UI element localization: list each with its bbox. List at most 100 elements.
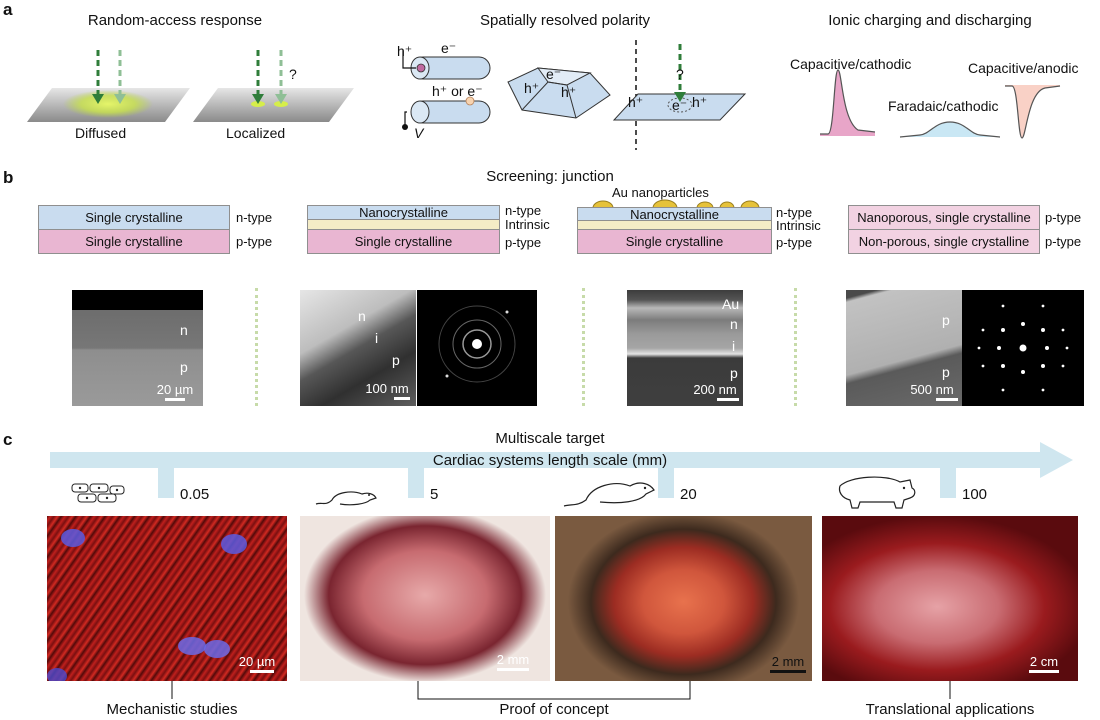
nuclei-overlay (47, 529, 247, 681)
sem1-p-label: p (180, 359, 188, 375)
sem4-p2-label: p (942, 364, 950, 380)
pyramid-e-label: e⁻ (546, 66, 562, 82)
localized-label: Localized (226, 125, 286, 141)
rat-icon (563, 482, 655, 507)
cap-anodic-label: Capacitive/anodic (968, 60, 1079, 76)
panel-letter-b: b (3, 168, 14, 187)
cells-icon (71, 483, 125, 503)
scale-bar-2: 2 mm (486, 652, 540, 671)
c1-top-type: n-type (236, 210, 273, 225)
tick-3: 100 (962, 486, 988, 503)
mouse-icon (315, 491, 377, 506)
plate-e-label: e⁻ (672, 97, 688, 113)
pig-heart-image: 2 cm (822, 516, 1078, 681)
cardiomyocyte-image: 20 µm (47, 516, 287, 681)
sem3-i-label: i (732, 338, 736, 354)
diffused-label: Diffused (75, 125, 127, 141)
scale-bar-4: 2 cm (1018, 654, 1070, 673)
tick-0: 0.05 (180, 486, 210, 503)
tem2-n-label: n (358, 308, 366, 324)
e-minus-label-1: e⁻ (441, 40, 457, 56)
nanowire-bottom (402, 96, 491, 130)
scale-bar-1: 20 µm (232, 654, 282, 673)
pyramid-shape (507, 67, 611, 119)
c2-top-type: n-type (505, 203, 542, 218)
pig-icon (838, 476, 916, 509)
pyramid-h-label-2: h⁺ (561, 84, 577, 100)
separator-1 (255, 288, 258, 406)
tick-1: 5 (430, 486, 439, 503)
sem3-p-label: p (730, 365, 738, 381)
sem3-n-label: n (730, 316, 738, 332)
localized-question: ? (289, 66, 297, 82)
cap-cathodic-label: Capacitive/cathodic (790, 56, 912, 72)
sem-image-1: n p 20 µm (72, 290, 203, 406)
diffused-plate (27, 50, 190, 122)
scale-bar-3: 2 mm (765, 654, 811, 673)
random-access-title: Random-access response (87, 12, 263, 29)
diffraction-ring-pattern (417, 290, 537, 406)
mouse-heart-image: 2 mm (300, 516, 550, 681)
panel-a-drawings (27, 40, 1061, 150)
c4-bottom-type: p-type (1045, 234, 1082, 249)
localized-plate (193, 50, 354, 122)
c3-top-layer: Nanocrystalline (577, 207, 772, 222)
h-plus-label-1: h⁺ (397, 43, 413, 59)
separator-2 (582, 288, 585, 406)
sem4-p1-label: p (942, 312, 950, 328)
ionic-title: Ionic charging and discharging (828, 12, 1032, 29)
c2-mid-type: Intrinsic (505, 217, 550, 232)
plate-blue (612, 44, 747, 121)
caption-proof: Proof of concept (499, 701, 609, 718)
separator-3 (794, 288, 797, 406)
sem1-n-label: n (180, 322, 188, 338)
sem3-au-label: Au (722, 296, 740, 312)
nanowire-top (402, 50, 491, 80)
sem4-scale-bar: 500 nm (902, 382, 962, 401)
sem-image-3: Au n i p 200 nm (627, 290, 743, 406)
c3-bottom-layer: Single crystalline (577, 229, 772, 254)
sem3-scale-bar: 200 nm (687, 382, 743, 401)
tem-image-2: n i p 100 nm (300, 290, 416, 406)
h-or-e-label: h⁺ or e⁻ (432, 83, 483, 99)
c4-bottom-layer: Non-porous, single crystalline (848, 229, 1040, 254)
c2-bottom-type: p-type (505, 235, 542, 250)
c3-top-type: n-type (776, 205, 813, 220)
c1-top-layer: Single crystalline (38, 205, 230, 230)
v-label: V (414, 125, 424, 141)
faradaic-label: Faradaic/cathodic (888, 98, 999, 114)
tem2-p-label: p (392, 352, 400, 368)
tem2-i-label: i (375, 330, 379, 346)
c4-top-type: p-type (1045, 210, 1082, 225)
c2-bottom-layer: Single crystalline (307, 229, 500, 254)
panel-letter-a: a (3, 0, 13, 19)
ionic-traces (820, 69, 1061, 139)
c3-mid-type: Intrinsic (776, 218, 821, 233)
tem2-scale-bar: 100 nm (360, 381, 414, 400)
polarity-title: Spatially resolved polarity (479, 12, 651, 29)
pyramid-h-label-1: h⁺ (524, 80, 540, 96)
c1-bottom-type: p-type (236, 234, 273, 249)
au-nanoparticles-label: Au nanoparticles (612, 185, 709, 200)
rat-heart-image: 2 mm (555, 516, 812, 681)
panel-letter-c: c (3, 430, 13, 449)
sem1-scale-bar: 20 µm (150, 382, 200, 401)
caption-connectors (171, 681, 951, 700)
plate-question: ? (676, 66, 684, 82)
c1-bottom-layer: Single crystalline (38, 229, 230, 254)
sem-image-4: p p 500 nm (846, 290, 962, 406)
multiscale-title: Multiscale target (495, 430, 605, 447)
length-scale-label: Cardiac systems length scale (mm) (432, 452, 668, 469)
caption-mechanistic: Mechanistic studies (106, 701, 238, 718)
c4-top-layer: Nanoporous, single crystalline (848, 205, 1040, 230)
diffraction-spot-pattern (962, 290, 1084, 406)
c3-bottom-type: p-type (776, 235, 813, 250)
junction-title: Screening: junction (486, 168, 614, 185)
plate-h-label-1: h⁺ (628, 94, 644, 110)
c2-top-layer: Nanocrystalline (307, 205, 500, 220)
au-nanoparticles (592, 199, 760, 208)
length-scale-arrow (50, 442, 1073, 498)
plate-h-label-2: h⁺ (692, 94, 708, 110)
tick-2: 20 (680, 486, 697, 503)
caption-translational: Translational applications (865, 701, 1035, 718)
